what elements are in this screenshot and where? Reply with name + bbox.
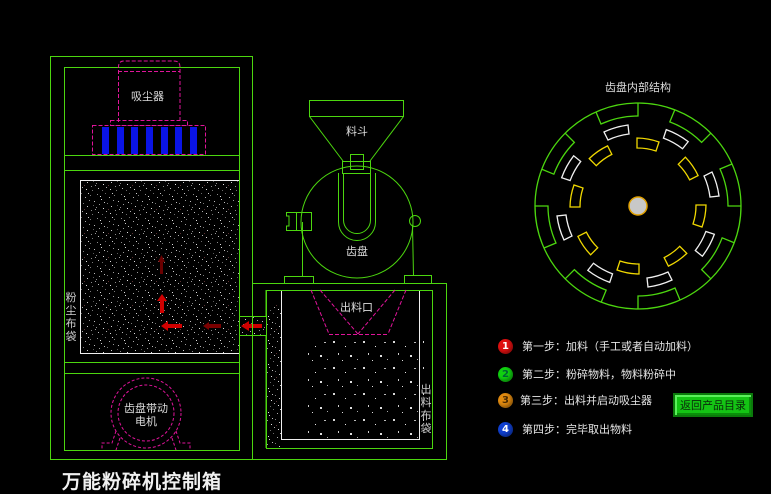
output-box: [252, 283, 447, 460]
arrow-left-icon: [241, 321, 262, 331]
motor-label-line2: 电机: [135, 415, 157, 428]
motor-label-line1: 齿盘带动: [124, 402, 168, 415]
arrow-left-icon: [203, 322, 221, 330]
page-title: 万能粉碎机控制箱: [62, 471, 223, 493]
dust-bag-label: 粉尘布袋: [65, 291, 77, 343]
step-1: 1 第一步：加料（手工或者自动加料）: [498, 338, 698, 354]
step-3: 3 第三步：出料并启动吸尘器: [498, 392, 652, 408]
step-text: 第二步：粉碎物料，物料粉碎中: [522, 368, 676, 381]
step-text: 第三步：出料并启动吸尘器: [520, 394, 652, 407]
arrow-up-icon: [157, 294, 167, 313]
step-number-badge: 4: [498, 421, 513, 437]
arrow-left-icon: [161, 321, 182, 331]
step-number-badge: 3: [498, 392, 513, 408]
dust-collector-tower: [50, 56, 253, 460]
pulverizer: [284, 100, 432, 284]
dust-collector: [92, 60, 206, 155]
gear-drive-motor: [101, 377, 191, 451]
step-4: 4 第四步：完毕取出物料: [498, 421, 632, 437]
hopper-label: 料斗: [346, 125, 368, 138]
output-bag-label: 出料布袋: [420, 383, 432, 435]
gear-disc-internal: [534, 102, 742, 310]
back-to-catalog-button[interactable]: 返回产品目录: [673, 393, 753, 417]
gear-hub: [628, 196, 648, 216]
step-number-badge: 1: [498, 338, 513, 354]
step-text: 第一步：加料（手工或者自动加料）: [522, 340, 698, 353]
airflow-arrows: [157, 255, 262, 331]
gear-disc-label: 齿盘: [346, 245, 368, 258]
step-text: 第四步：完毕取出物料: [522, 423, 632, 436]
dust-collector-label: 吸尘器: [131, 90, 164, 103]
step-number-badge: 2: [498, 366, 513, 382]
gear-internal-title: 齿盘内部结构: [605, 81, 671, 94]
outlet-label: 出料口: [340, 301, 373, 314]
fan-blades: [102, 127, 197, 154]
outlet-chute: [310, 289, 407, 335]
arrow-up-icon: [158, 255, 165, 274]
step-2: 2 第二步：粉碎物料，物料粉碎中: [498, 366, 676, 382]
